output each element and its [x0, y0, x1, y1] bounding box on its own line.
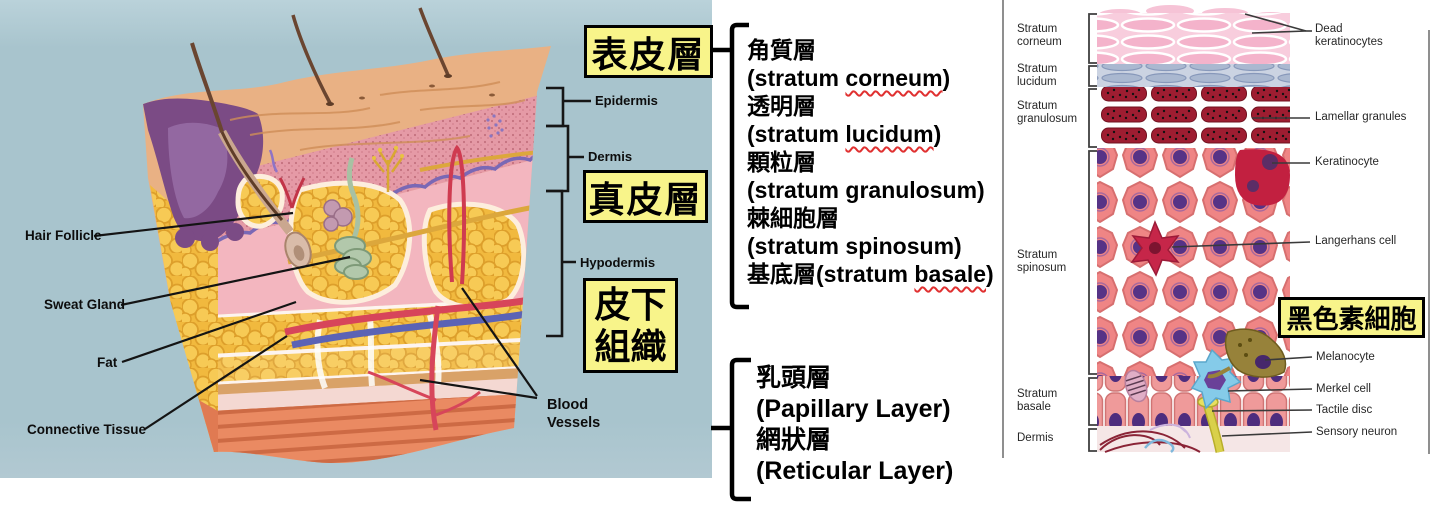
- left-layer-brackets: [546, 86, 591, 338]
- dermis-label: Dermis: [588, 149, 633, 164]
- stratum-corneum-band: [1097, 13, 1290, 64]
- lucidum-pre: (stratum: [747, 121, 846, 147]
- epidermis-label: Epidermis: [595, 93, 658, 108]
- connective-tissue-label: Connective Tissue: [27, 422, 147, 437]
- merkel-cell-label: Merkel cell: [1316, 383, 1371, 395]
- sweat-gland-structure: [334, 157, 372, 280]
- dermis-sublayers-list: 乳頭層 (Papillary Layer) 網狀層 (Reticular Lay…: [756, 363, 953, 487]
- sensory-neuron-label: Sensory neuron: [1316, 426, 1398, 438]
- stratum-spinosum-l2: spinosum: [1017, 262, 1067, 274]
- epidermis-cut-corner: [143, 98, 264, 251]
- stratum-granulosum-l1: Stratum: [1017, 100, 1058, 112]
- melanocyte-callout-box: 黑色素細胞: [1278, 297, 1425, 338]
- strata-line-basale: 基底層(stratum basale): [747, 260, 994, 288]
- corneum-pre: (stratum: [747, 65, 846, 91]
- lamellar-granules-label: Lamellar granules: [1315, 111, 1407, 123]
- lucidum-post: ): [933, 121, 942, 147]
- corneum-post: ): [942, 65, 951, 91]
- stratum-corneum-l1: Stratum: [1017, 23, 1058, 35]
- dermis-callout-box: 真皮層: [583, 170, 708, 223]
- figure-right-border: [1428, 30, 1430, 454]
- dead-keratinocytes-l2: keratinocytes: [1315, 36, 1383, 48]
- section-leader-lines: [1171, 13, 1313, 437]
- dermis-sublayer-bracket: [711, 357, 751, 502]
- blood-vessels-line1: Blood: [547, 397, 589, 413]
- stratum-corneum-label: Stratum corneum: [1017, 23, 1062, 49]
- langerhans-cell-label: Langerhans cell: [1315, 235, 1397, 247]
- figure-left-border: [1002, 0, 1004, 458]
- stratum-lucidum-label: Stratum lucidum: [1017, 63, 1057, 89]
- corneum-word: corneum: [845, 65, 943, 91]
- stratum-basale-l1: Stratum: [1017, 388, 1058, 400]
- dermis-section-l1: Dermis: [1017, 432, 1054, 444]
- stratum-granulosum-label: Stratum granulosum: [1017, 100, 1077, 126]
- langerhans-cell: [1130, 220, 1180, 277]
- skin-pores: [359, 84, 495, 100]
- melanocyte-label: Melanocyte: [1316, 351, 1375, 363]
- tactile-disc-label: Tactile disc: [1316, 404, 1373, 416]
- sweat-gland-label: Sweat Gland: [44, 297, 126, 312]
- lucidum-word: lucidum: [845, 121, 934, 147]
- basale-post: ): [986, 261, 994, 287]
- stratum-spinosum-label: Stratum spinosum: [1017, 249, 1066, 275]
- hair-follicle-label: Hair Follicle: [25, 228, 102, 243]
- stratum-basale-l2: basale: [1017, 401, 1051, 413]
- crimson-cell-patch: [1235, 149, 1290, 206]
- epidermis-callout-box: 表皮層: [584, 25, 713, 78]
- strata-line-spinosum-zh: 棘細胞層: [747, 205, 839, 231]
- strata-line-corneum-en: (stratum corneum): [747, 64, 994, 92]
- fat-label: Fat: [97, 355, 118, 370]
- basale-pre: 基底層(stratum: [747, 261, 915, 287]
- mitotic-cell: [1124, 369, 1148, 403]
- stratum-granulosum-l2: granulosum: [1017, 113, 1078, 125]
- dermis-fibers: [1099, 423, 1201, 453]
- receptor-patch: [486, 114, 504, 138]
- skin-block-illustration: [93, 7, 591, 464]
- basale-word: basale: [914, 261, 987, 287]
- skin-wrinkles: [229, 81, 526, 151]
- hair-follicle-structure: [218, 129, 312, 269]
- dead-keratinocytes-label: Dead keratinocytes: [1315, 23, 1383, 49]
- reticular-zh: 網狀層: [756, 426, 832, 454]
- blood-vessels-illustration: [268, 144, 546, 431]
- papillary-en: (Papillary Layer): [756, 395, 951, 423]
- stratum-lucidum-l2: lucidum: [1017, 76, 1057, 88]
- sebaceous-gland: [323, 199, 353, 232]
- section-layer-brackets: [1088, 13, 1097, 452]
- stratum-lucidum-band: [1097, 64, 1290, 87]
- hypodermis-label: Hypodermis: [580, 255, 656, 270]
- blood-vessels-label: Blood Vessels: [547, 396, 600, 432]
- strata-line-granulosum-zh: 顆粒層: [747, 149, 816, 175]
- epidermis-strata-list: 角質層 (stratum corneum) 透明層 (stratum lucid…: [747, 36, 994, 288]
- nerve-fibers: [287, 145, 541, 265]
- left-leader-lines: [93, 211, 538, 430]
- strata-line-corneum-zh: 角質層: [747, 37, 816, 63]
- subcutaneous-line2: 組織: [594, 325, 667, 367]
- stratum-basale-label: Stratum basale: [1017, 388, 1057, 414]
- blood-vessels-line2: Vessels: [547, 415, 601, 431]
- dermis-section-label: Dermis: [1017, 432, 1053, 445]
- papillary-zh: 乳頭層: [756, 364, 832, 392]
- reticular-en: (Reticular Layer): [756, 457, 954, 485]
- stratum-lucidum-l1: Stratum: [1017, 63, 1058, 75]
- strata-line-lucidum-zh: 透明層: [747, 93, 816, 119]
- subcutaneous-line1: 皮下: [594, 283, 667, 325]
- stratum-corneum-l2: corneum: [1017, 36, 1062, 48]
- dead-keratinocytes-l1: Dead: [1315, 23, 1343, 35]
- subcutaneous-callout-box: 皮下 組織: [583, 278, 678, 373]
- strata-line-lucidum-en: (stratum lucidum): [747, 120, 994, 148]
- strata-line-spinosum-en: (stratum spinosum): [747, 233, 962, 259]
- stratum-spinosum-l1: Stratum: [1017, 249, 1058, 261]
- hair-shafts: [190, 7, 452, 133]
- keratinocyte-label: Keratinocyte: [1315, 156, 1379, 168]
- strata-line-granulosum-en: (stratum granulosum): [747, 177, 985, 203]
- epidermis-section-illustration: [1088, 3, 1313, 453]
- melanocyte-cell: [1207, 328, 1287, 379]
